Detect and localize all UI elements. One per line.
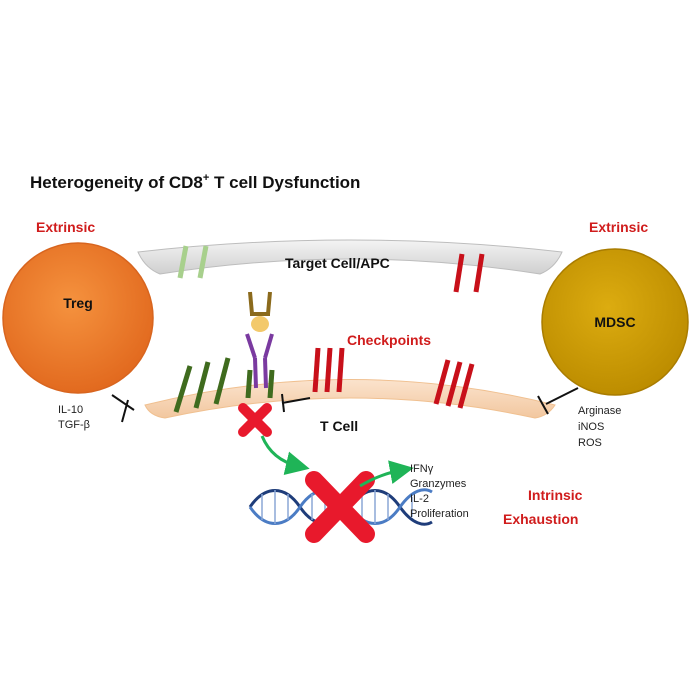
- effector-output: IFNγ: [410, 463, 434, 475]
- treg-factor: TGF-β: [58, 419, 90, 431]
- tcell-receptor-dark-green: [173, 357, 275, 413]
- checkpoint-inhibition-symbol: [281, 393, 311, 413]
- t-cell-membrane: [144, 379, 556, 419]
- checkpoints-label: Checkpoints: [347, 332, 431, 348]
- treg-factor: IL-10: [58, 404, 83, 416]
- target-cell-label: Target Cell/APC: [285, 255, 390, 271]
- treg-cell: [2, 242, 154, 394]
- treg-inhibition-symbol: [111, 394, 135, 423]
- mdsc-factor: ROS: [578, 437, 602, 449]
- right-extrinsic-heading: Extrinsic: [589, 219, 648, 235]
- t-cell-label: T Cell: [320, 418, 358, 434]
- dna-to-outputs-arrow: [359, 460, 414, 488]
- checkpoint-receptors-right: [433, 359, 475, 409]
- mdsc-cell: [541, 248, 689, 396]
- checkpoint-receptors-center: [312, 347, 345, 393]
- antigen-peptide: [251, 316, 269, 332]
- treg-label: Treg: [63, 295, 93, 311]
- mdsc-factor: Arginase: [578, 405, 621, 417]
- mdsc-label: MDSC: [594, 314, 635, 330]
- mdsc-factor: iNOS: [578, 421, 604, 433]
- tcr-receptor: [245, 333, 274, 389]
- transcription-block-x-icon: [305, 471, 375, 543]
- diagram-title: Heterogeneity of CD8+ T cell Dysfunction: [30, 172, 360, 192]
- target-ligand-light-green: [177, 245, 209, 279]
- effector-output: Granzymes: [410, 478, 467, 490]
- signal-block-x-icon: [238, 403, 272, 437]
- intrinsic-label: Intrinsic: [528, 487, 583, 503]
- signal-to-dna-arrow: [260, 435, 310, 475]
- left-extrinsic-heading: Extrinsic: [36, 219, 95, 235]
- mhc-complex: [248, 291, 272, 332]
- target-ligand-red: [453, 253, 485, 293]
- mdsc-inhibition-symbol: [537, 387, 579, 415]
- effector-output: IL-2: [410, 493, 429, 505]
- effector-output: Proliferation: [410, 508, 469, 520]
- exhaustion-label: Exhaustion: [503, 511, 578, 527]
- target-cell-membrane: [137, 239, 563, 275]
